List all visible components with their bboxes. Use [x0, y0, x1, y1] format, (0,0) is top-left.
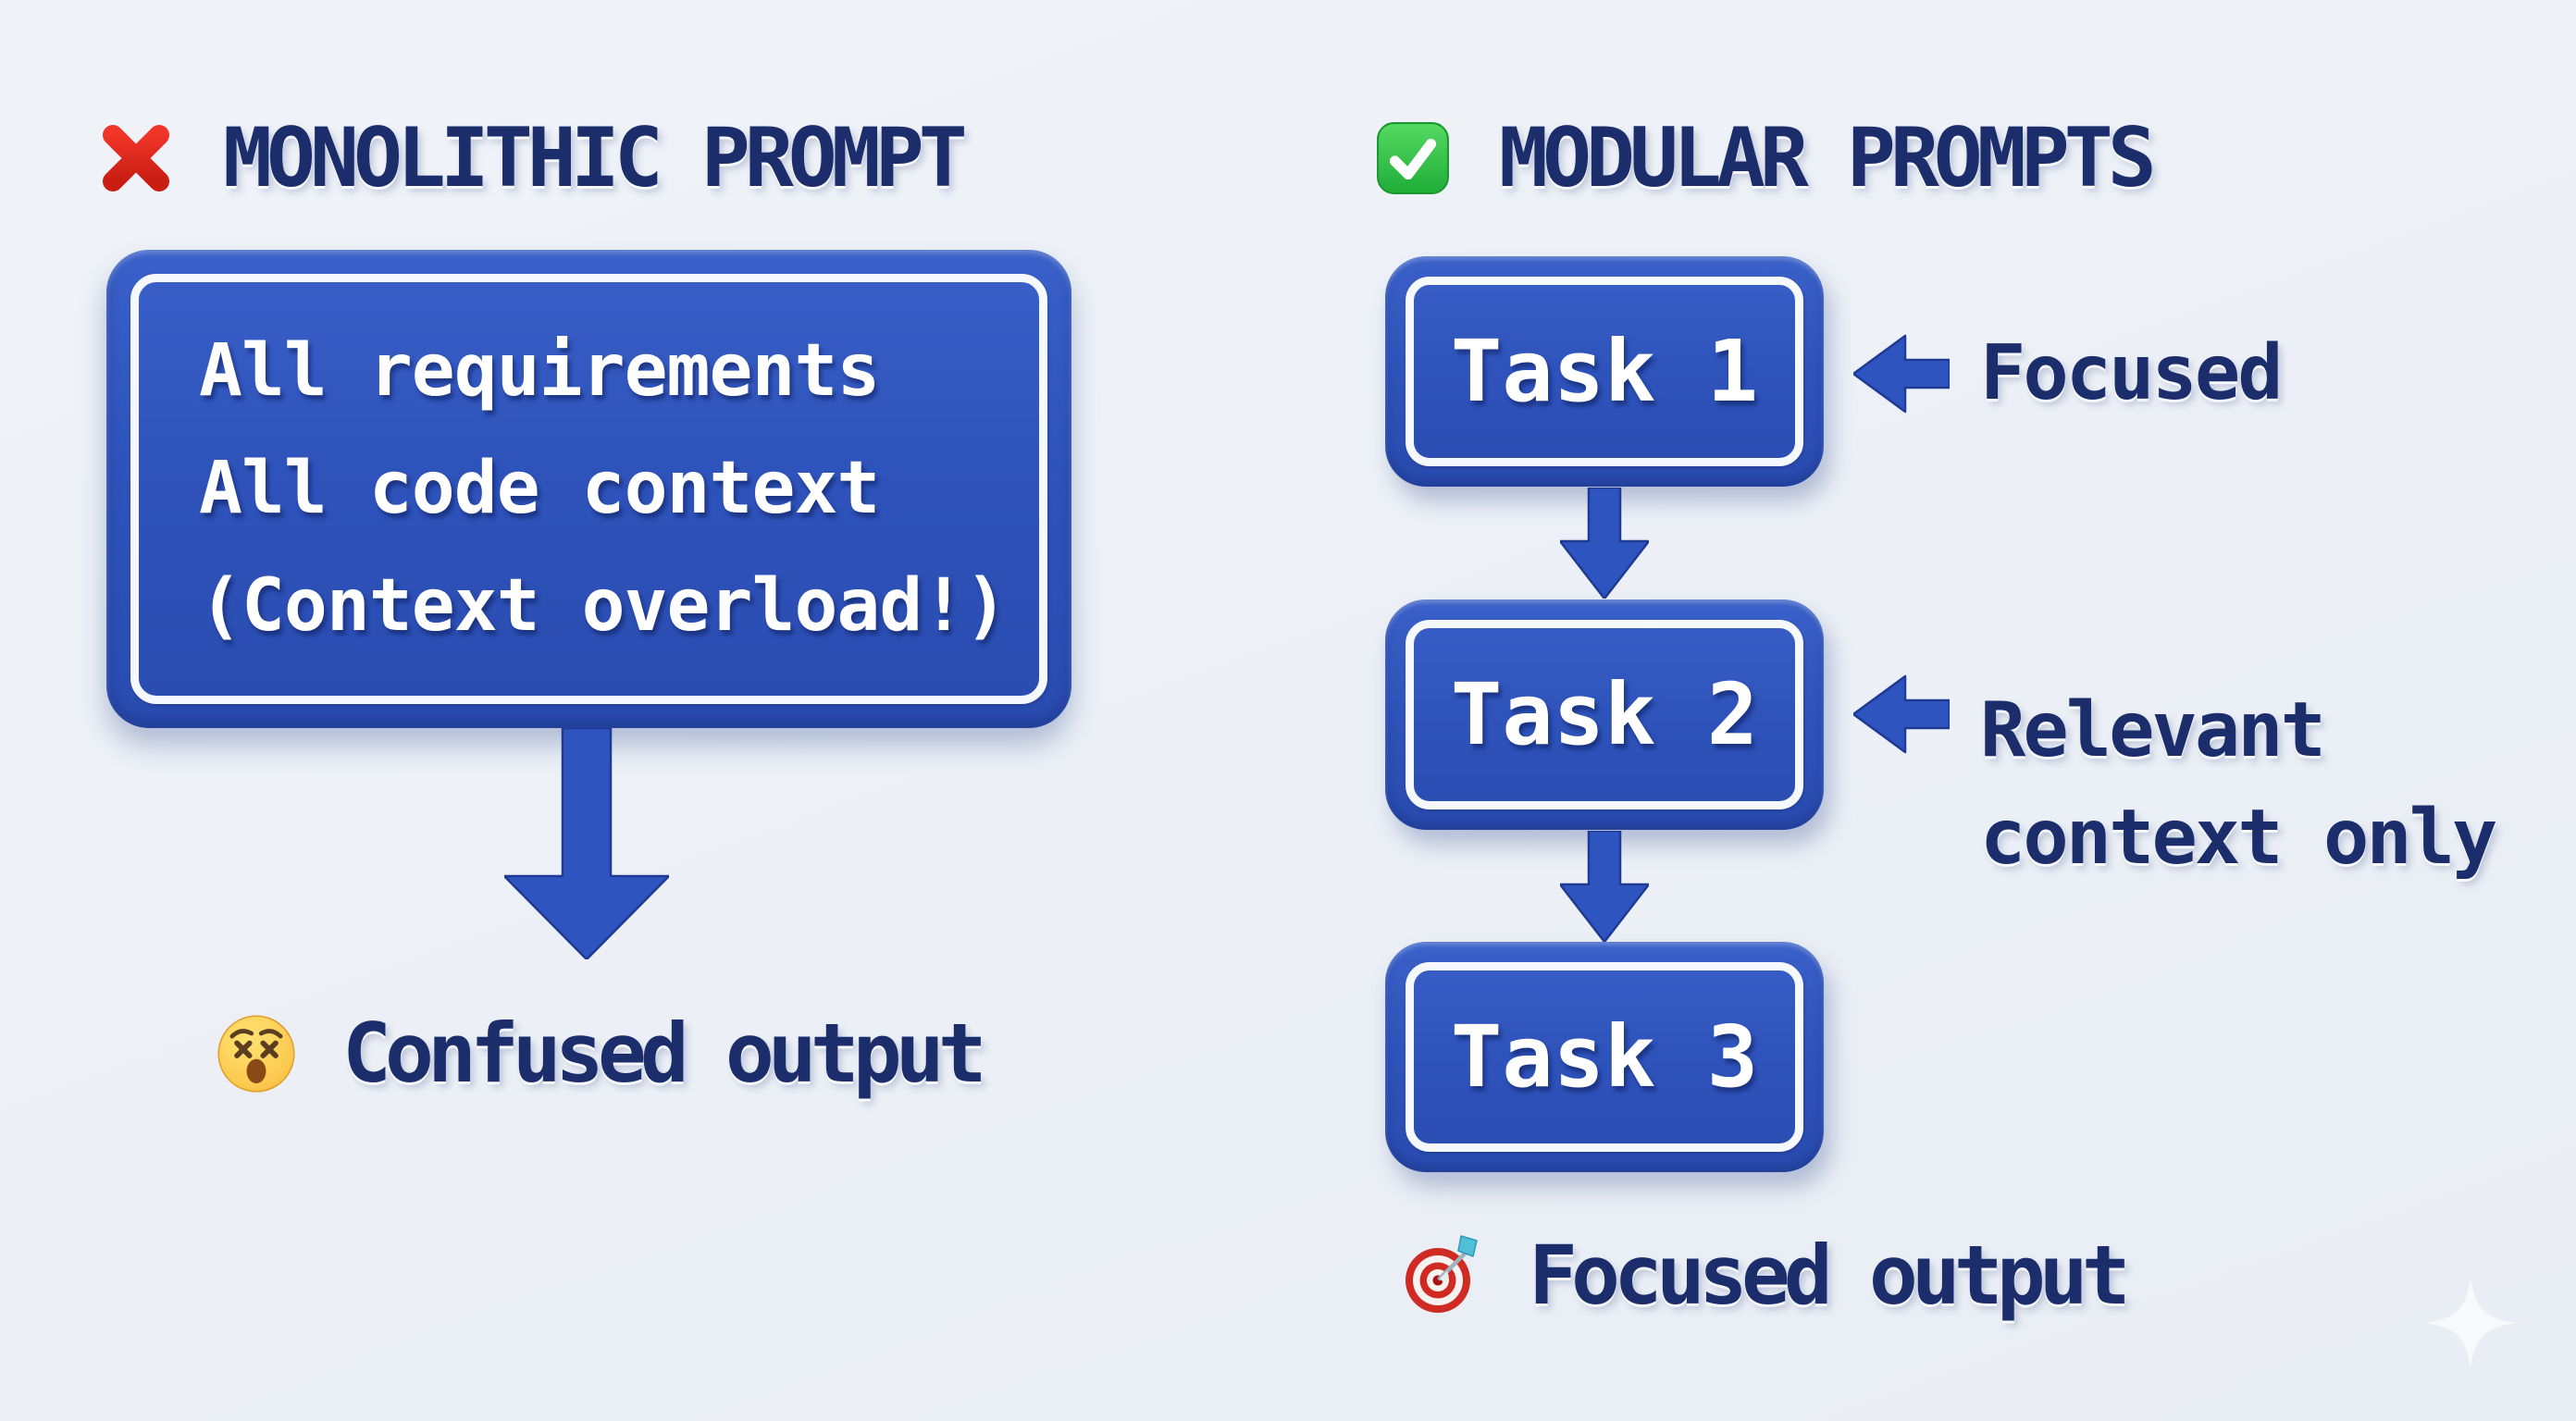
- annotation-relevant-line-1: Relevant: [1980, 686, 2326, 774]
- confused-output-row: Confused output: [215, 1006, 987, 1101]
- focused-output-row: Focused output: [1403, 1228, 2131, 1323]
- box-line-3: (Context overload!): [199, 564, 1008, 648]
- target-emoji: [1403, 1234, 1484, 1316]
- annotation-relevant-context: Relevant context only: [1980, 677, 2497, 892]
- down-arrow-monolithic: [502, 726, 671, 961]
- cross-mark-icon: [97, 119, 175, 197]
- annotation-focused-line: Focused: [1980, 329, 2284, 417]
- monolithic-box-text: All requirements All code context (Conte…: [199, 250, 1008, 728]
- connector-arrow-task1-task2: [1558, 486, 1651, 600]
- task-2-box: Task 2: [1385, 599, 1824, 830]
- right-panel-heading: MODULAR PROMPTS: [1375, 110, 2157, 205]
- task-3-label: Task 3: [1450, 1007, 1759, 1106]
- focused-output-label: Focused output: [1529, 1227, 2131, 1323]
- annotation-focused: Focused: [1980, 320, 2284, 427]
- check-mark-icon: [1375, 120, 1451, 196]
- box-line-1: All requirements: [199, 329, 880, 413]
- connector-arrow-task2-task3: [1558, 829, 1651, 944]
- annotation-relevant-line-2: context only: [1980, 794, 2497, 882]
- confused-output-label: Confused output: [342, 1005, 987, 1101]
- task-1-label: Task 1: [1450, 322, 1759, 421]
- right-panel-title: MODULAR PROMPTS: [1499, 110, 2157, 205]
- box-line-2: All code context: [199, 447, 880, 530]
- left-arrow-relevant-context: [1852, 674, 1951, 754]
- left-panel-heading: MONOLITHIC PROMPT: [97, 110, 968, 205]
- monolithic-prompt-box: All requirements All code context (Conte…: [106, 250, 1071, 728]
- task-1-box: Task 1: [1385, 256, 1824, 487]
- task-2-label: Task 2: [1450, 665, 1759, 764]
- dizzy-face-emoji: [215, 1011, 298, 1094]
- left-panel-title: MONOLITHIC PROMPT: [223, 110, 968, 205]
- left-arrow-focused: [1852, 334, 1951, 414]
- sparkle-decoration: [2422, 1275, 2519, 1371]
- task-3-box: Task 3: [1385, 942, 1824, 1172]
